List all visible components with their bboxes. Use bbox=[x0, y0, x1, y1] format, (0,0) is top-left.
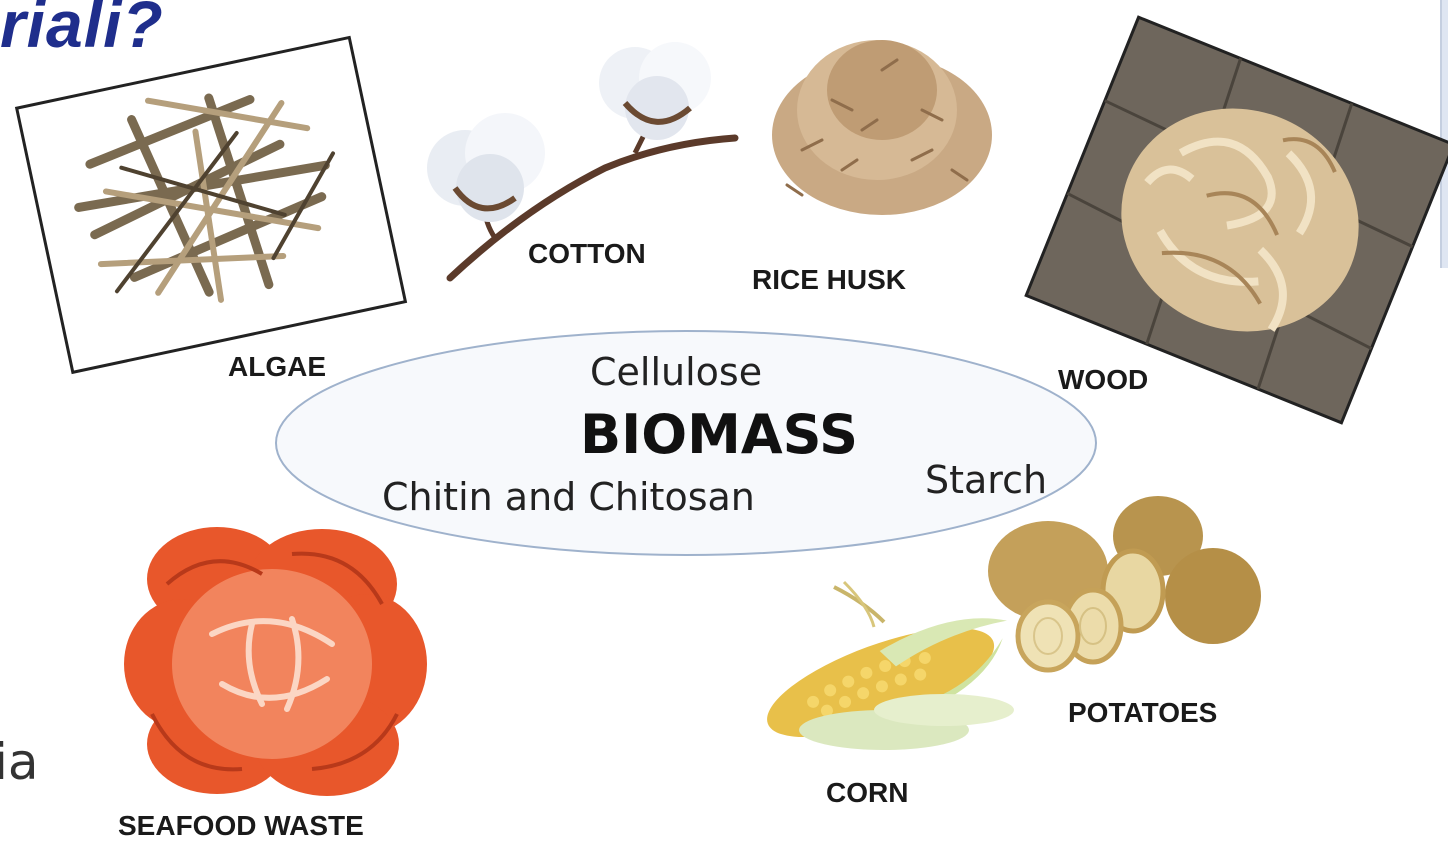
cotton-label: COTTON bbox=[528, 238, 646, 270]
cellulose-label: Cellulose bbox=[590, 350, 762, 394]
wood-label: WOOD bbox=[1058, 364, 1148, 396]
biomass-title: BIOMASS bbox=[580, 403, 858, 466]
potatoes-label: POTATOES bbox=[1068, 697, 1217, 729]
rice-husk-label: RICE HUSK bbox=[752, 264, 906, 296]
potatoes-image bbox=[988, 496, 1268, 676]
algae-image bbox=[10, 20, 410, 360]
corn-label: CORN bbox=[826, 777, 908, 809]
algae-label: ALGAE bbox=[228, 351, 326, 383]
rice-husk-image bbox=[762, 10, 1002, 230]
seafood-waste-image bbox=[122, 514, 432, 804]
seafood-waste-label: SEAFOOD WASTE bbox=[118, 810, 364, 842]
chitin-chitosan-label: Chitin and Chitosan bbox=[382, 475, 755, 519]
